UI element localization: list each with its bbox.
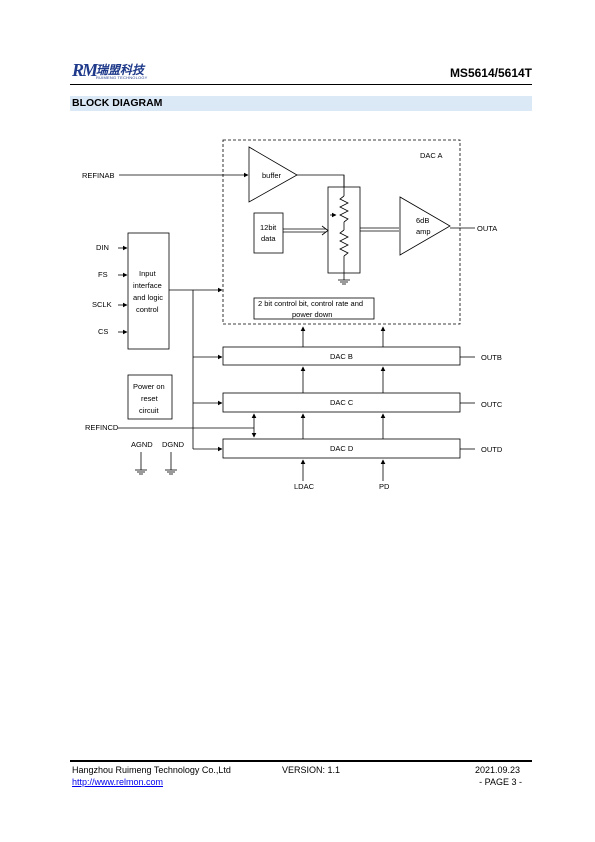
dac-a-label: DAC A (420, 151, 443, 160)
dac-d-label: DAC D (330, 444, 354, 453)
footer-date: 2021.09.23 (474, 765, 520, 775)
document-title: MS5614/5614T (449, 66, 532, 80)
pin-outb: OUTB (481, 353, 502, 362)
pin-refincd: REFINCD (85, 423, 119, 432)
pin-fs: FS (98, 270, 108, 279)
pin-dgnd: DGND (162, 440, 185, 449)
pin-outc: OUTC (481, 400, 503, 409)
power-on-reset-block (127, 374, 173, 420)
pin-pd: PD (379, 482, 390, 491)
pin-sclk: SCLK (92, 300, 112, 309)
pin-ldac: LDAC (294, 482, 315, 491)
buffer-label: buffer (262, 171, 282, 180)
por-label-1: Power on (133, 382, 165, 391)
logo-chinese-name: 瑞盟科技 (96, 63, 145, 77)
pin-refinab: REFINAB (82, 171, 115, 180)
pin-din: DIN (96, 243, 109, 252)
amp-symbol (399, 196, 451, 256)
input-logic-label-2: interface (133, 281, 162, 290)
dac-d-block (222, 438, 461, 459)
dac-c-block (222, 392, 461, 413)
pin-agnd: AGND (131, 440, 153, 449)
por-label-3: circuit (139, 406, 160, 415)
dac-b-label: DAC B (330, 352, 353, 361)
footer-company: Hangzhou Ruimeng Technology Co.,Ltd (72, 765, 231, 775)
resistor-bottom (339, 229, 349, 257)
input-logic-label-1: Input (139, 269, 157, 278)
amp-label-1: 6dB (416, 216, 429, 225)
control-label-2: power down (292, 310, 332, 319)
company-logo: RM 瑞盟科技 RUIMENG TECHNOLOGY (72, 60, 162, 82)
dac-b-block (222, 346, 461, 366)
data-register (253, 212, 284, 254)
data-label-2: data (261, 234, 276, 243)
footer-version: VERSION: 1.1 (282, 765, 341, 775)
resistor-top (339, 195, 349, 223)
pin-outd: OUTD (481, 445, 503, 454)
dac-a-boundary (222, 139, 461, 325)
control-register (253, 297, 375, 320)
logo-english-name: RUIMENG TECHNOLOGY (96, 75, 148, 80)
data-label-1: 12bit (260, 223, 277, 232)
por-label-2: reset (141, 394, 159, 403)
input-logic-label-4: control (136, 305, 159, 314)
control-label-1: 2 bit control bit, control rate and (258, 299, 363, 308)
footer-rule (70, 760, 532, 762)
dac-c-label: DAC C (330, 398, 354, 407)
buffer-symbol (248, 146, 298, 203)
section-heading: BLOCK DIAGRAM (70, 96, 532, 111)
footer-url-link[interactable]: http://www.relmon.com (72, 777, 164, 787)
input-logic-block (127, 232, 170, 350)
pin-cs: CS (98, 327, 108, 336)
footer-page-number: - PAGE 3 - (479, 777, 522, 787)
input-logic-label-3: and logic (133, 293, 163, 302)
logo-mark: RM (72, 60, 98, 80)
pin-outa: OUTA (477, 224, 497, 233)
amp-label-2: amp (416, 227, 431, 236)
header-rule (70, 84, 532, 85)
section-title: BLOCK DIAGRAM (72, 97, 163, 109)
